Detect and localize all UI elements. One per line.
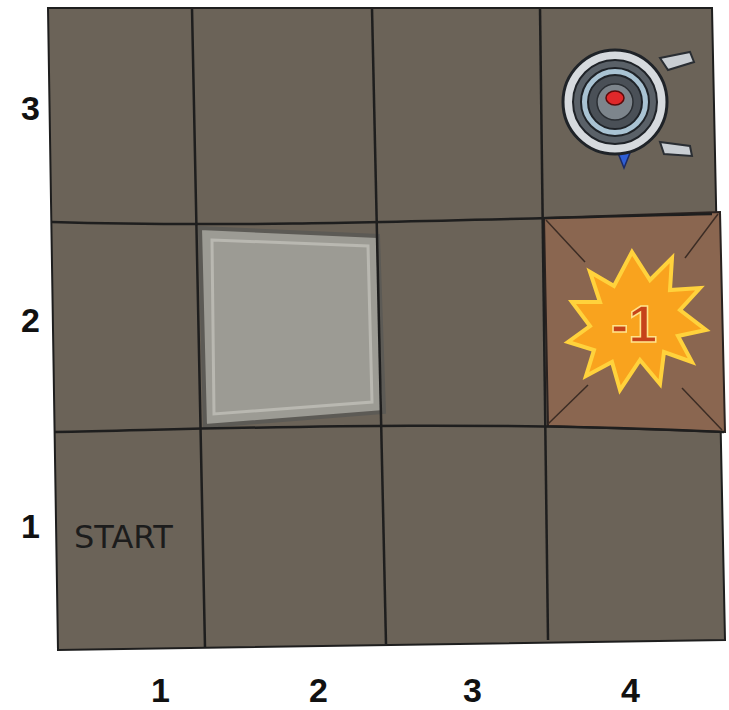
cell-text: -1 [611,296,657,353]
cell-text: START [74,520,173,555]
wall-block [200,228,384,426]
column-number: 4 [621,673,640,707]
explosion-burst [568,252,706,390]
start-cell: START [58,432,200,644]
wall-block-edge [212,240,372,414]
grid-lines [52,8,724,648]
row-number: 3 [21,91,40,125]
row-number: 2 [21,303,40,337]
robot-icon [563,50,694,168]
pit-cell [544,212,725,432]
column-number: 2 [309,673,328,707]
column-number: 3 [463,673,482,707]
pit-cracks [546,214,722,430]
board [48,8,725,650]
column-number: 1 [151,673,170,707]
row-number: 1 [21,509,40,543]
pit-cell-label: -1 [546,222,722,428]
